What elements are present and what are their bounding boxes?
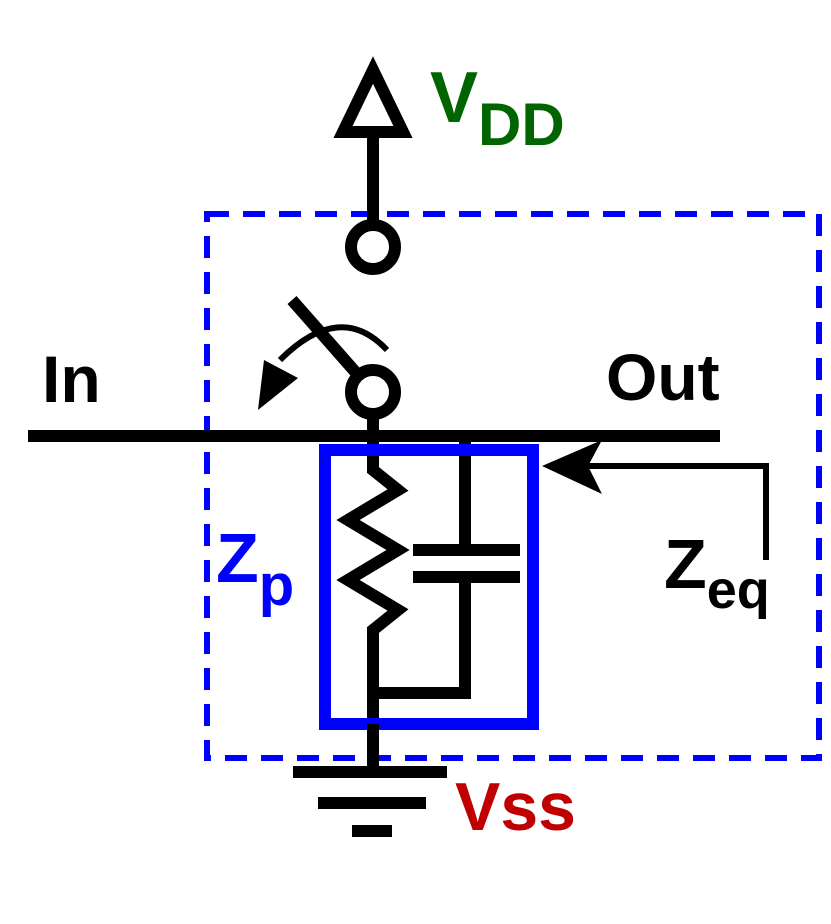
vss-label: Vss bbox=[455, 769, 576, 845]
out-label: Out bbox=[606, 340, 720, 414]
ground-symbol-icon bbox=[293, 724, 447, 837]
switch-terminal bbox=[345, 364, 401, 420]
zp-label: Zp bbox=[216, 519, 294, 618]
zeq-arrowhead-icon bbox=[542, 440, 602, 494]
switch-rotation-arc bbox=[277, 324, 390, 363]
dashed-enclosure bbox=[204, 211, 822, 761]
vdd-arrow-icon bbox=[333, 56, 413, 138]
resistor bbox=[336, 436, 410, 740]
zeq-indicator bbox=[542, 440, 769, 560]
vdd-label: VDD bbox=[430, 58, 565, 158]
switch bbox=[258, 296, 401, 436]
switch-rotation-arrowhead-icon bbox=[258, 360, 298, 410]
capacitor-bottom-wire bbox=[373, 577, 471, 699]
zeq-label: Zeq bbox=[664, 525, 770, 620]
vdd-terminal bbox=[345, 219, 401, 275]
in-label: In bbox=[42, 342, 101, 416]
zp-box bbox=[319, 444, 539, 730]
zp-network bbox=[336, 436, 520, 740]
zeq-arrow-line bbox=[585, 463, 769, 560]
switch-blade bbox=[287, 296, 363, 379]
vdd-supply-symbol bbox=[333, 56, 413, 275]
